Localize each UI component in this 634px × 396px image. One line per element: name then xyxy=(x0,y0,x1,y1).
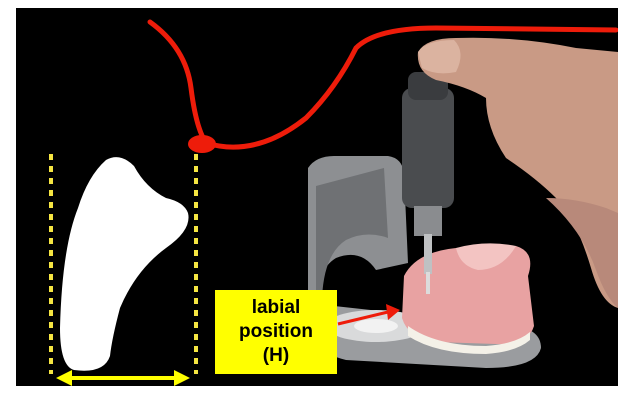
tooth-profile-outline xyxy=(60,157,189,371)
figure-photo: labial position (H) xyxy=(16,8,618,386)
callout-line-2: position xyxy=(239,320,313,344)
callout-line-1: labial xyxy=(252,296,301,320)
callout-line-3: (H) xyxy=(263,344,289,368)
trace-point xyxy=(188,135,216,153)
denture xyxy=(402,243,534,354)
callout-box: labial position (H) xyxy=(215,290,337,374)
width-arrow xyxy=(56,370,190,386)
